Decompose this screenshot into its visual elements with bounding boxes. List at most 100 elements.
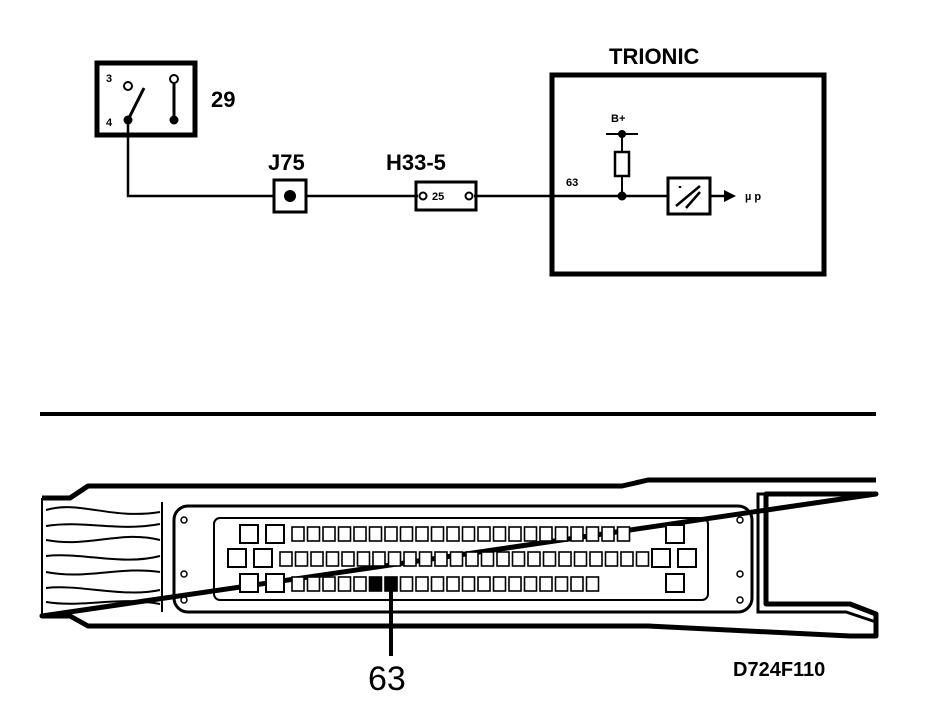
connector-pin-number: 25 bbox=[432, 191, 444, 203]
junction-label: J75 bbox=[268, 150, 305, 175]
signal-pin bbox=[496, 551, 510, 567]
junction-dot bbox=[284, 190, 296, 202]
signal-pin bbox=[434, 551, 448, 567]
power-pin bbox=[265, 524, 285, 544]
connector-pin-right bbox=[464, 191, 474, 201]
signal-pin bbox=[353, 576, 367, 592]
signal-pin bbox=[570, 576, 584, 592]
power-pin bbox=[253, 548, 273, 568]
pullup-resistor-icon bbox=[613, 150, 631, 178]
signal-pin bbox=[322, 576, 336, 592]
highlighted-pin bbox=[368, 576, 383, 592]
signal-pin bbox=[573, 551, 588, 567]
signal-pin bbox=[415, 526, 429, 542]
signal-pin bbox=[322, 526, 336, 542]
signal-pin bbox=[554, 526, 569, 542]
signal-pin bbox=[585, 576, 600, 592]
signal-pin bbox=[353, 526, 367, 542]
mount-hole-mid-left bbox=[180, 570, 188, 578]
signal-pin bbox=[477, 576, 491, 592]
switch-contact-bottom-right bbox=[169, 115, 179, 125]
connector-handle bbox=[756, 492, 877, 624]
switch-box bbox=[94, 60, 198, 138]
signal-pin bbox=[310, 551, 324, 567]
switch-contact-top-right bbox=[169, 74, 179, 84]
signal-pin bbox=[539, 526, 553, 542]
signal-pin bbox=[291, 526, 305, 542]
junction-box bbox=[272, 178, 308, 214]
signal-pin bbox=[492, 526, 507, 542]
signal-pin bbox=[539, 576, 553, 592]
mount-hole-top-left bbox=[180, 516, 188, 524]
signal-pin bbox=[461, 526, 476, 542]
signal-pin bbox=[492, 576, 507, 592]
output-arrow-icon bbox=[724, 190, 736, 202]
signal-pin bbox=[399, 576, 414, 592]
connector-box bbox=[414, 180, 478, 212]
connector-housing bbox=[39, 477, 879, 639]
ecu-box bbox=[549, 72, 827, 277]
switch-contact-top-left bbox=[123, 81, 133, 91]
signal-pin bbox=[403, 551, 417, 567]
signal-pin bbox=[368, 526, 383, 542]
signal-pin bbox=[527, 551, 541, 567]
connector-pin-left bbox=[418, 191, 428, 201]
output-label: µ p bbox=[745, 191, 761, 203]
signal-pin bbox=[465, 551, 479, 567]
signal-pin bbox=[616, 526, 631, 542]
connector-h33-5: 25 H33-5 bbox=[386, 150, 478, 212]
ecu-connector-view: 63 bbox=[39, 477, 879, 698]
signal-pin bbox=[446, 576, 460, 592]
signal-pin bbox=[415, 576, 429, 592]
signal-pin bbox=[511, 551, 526, 567]
supply-label: B+ bbox=[611, 113, 625, 125]
ecu-pin-label: 63 bbox=[566, 177, 578, 189]
signal-pin bbox=[589, 551, 603, 567]
mount-hole-top-right bbox=[736, 516, 744, 524]
signal-pin bbox=[601, 526, 615, 542]
input-stage-icon bbox=[675, 185, 701, 209]
signal-pin bbox=[325, 551, 340, 567]
signal-pin bbox=[508, 526, 522, 542]
signal-pin bbox=[279, 551, 293, 567]
power-pin bbox=[665, 524, 685, 544]
power-pin bbox=[665, 573, 685, 593]
signal-pin bbox=[449, 551, 464, 567]
signal-pin bbox=[430, 526, 445, 542]
signal-pin-rows bbox=[279, 526, 650, 592]
junction-j75: J75 bbox=[268, 150, 308, 214]
signal-pin bbox=[554, 576, 569, 592]
signal-pin bbox=[523, 576, 538, 592]
mount-hole-bottom-right bbox=[736, 596, 744, 604]
signal-pin bbox=[446, 526, 460, 542]
signal-pin bbox=[635, 551, 650, 567]
switch-id-label: 29 bbox=[211, 87, 235, 112]
signal-pin bbox=[341, 551, 355, 567]
figure-code: D724F110 bbox=[733, 659, 825, 681]
ecu-trionic: TRIONIC 63 B+ µ p bbox=[549, 44, 827, 277]
connector-label: H33-5 bbox=[386, 150, 446, 175]
signal-pin bbox=[418, 551, 433, 567]
signal-pin bbox=[306, 526, 321, 542]
pin-field-frame bbox=[213, 517, 709, 601]
signal-pin bbox=[508, 576, 522, 592]
signal-pin bbox=[291, 576, 305, 592]
switch-29: 3 4 29 bbox=[94, 60, 235, 138]
power-pin bbox=[265, 573, 285, 593]
signal-pin bbox=[430, 576, 445, 592]
ecu-title: TRIONIC bbox=[609, 44, 700, 69]
signal-pin bbox=[604, 551, 619, 567]
callout-label: 63 bbox=[368, 660, 406, 698]
power-pin bbox=[651, 548, 671, 568]
signal-pin bbox=[372, 551, 386, 567]
signal-pin bbox=[542, 551, 557, 567]
signal-pin bbox=[306, 576, 321, 592]
signal-pin bbox=[620, 551, 634, 567]
signal-pin bbox=[337, 526, 352, 542]
schematic: 3 4 29 J75 25 H33-5 bbox=[94, 44, 827, 277]
switch-pin-4-label: 4 bbox=[106, 117, 113, 129]
signal-pin bbox=[461, 576, 476, 592]
signal-pin bbox=[384, 526, 398, 542]
signal-pin bbox=[399, 526, 414, 542]
